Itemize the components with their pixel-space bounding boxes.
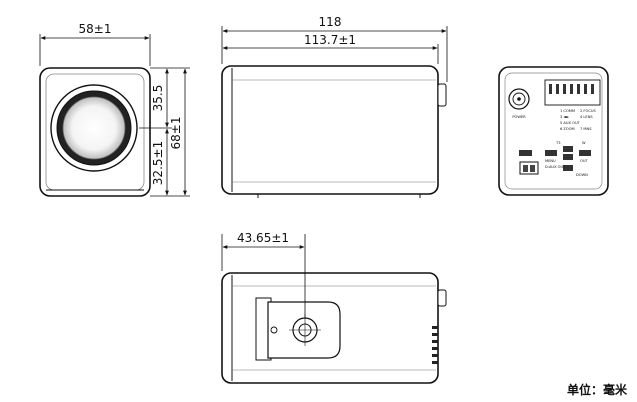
rear-label-aux: D:AUX OUT bbox=[545, 165, 566, 169]
power-terminal-block bbox=[519, 161, 539, 175]
rear-label-7: 7 MNS bbox=[580, 127, 592, 131]
rear-label-2: 2 FOCUS bbox=[580, 109, 596, 113]
rear-label-1: 1 COMM bbox=[560, 109, 575, 113]
rear-button-down bbox=[563, 165, 573, 171]
side-view: 118 113.7±1 bbox=[221, 15, 448, 198]
rear-label-4: 4 LENS bbox=[580, 115, 593, 119]
unit-note: 单位：毫米 bbox=[567, 382, 628, 397]
front-bottom-height-label: 32.5±1 bbox=[151, 141, 165, 185]
rear-label-6: 6 ZOOM bbox=[560, 127, 575, 131]
side-body-outline bbox=[221, 65, 439, 195]
rear-label-menu: MENU bbox=[545, 159, 556, 163]
rear-label-3: 3 ◄► bbox=[560, 115, 569, 119]
rear-view: POWER 1 COMM 2 FOCUS 3 ◄► 4 LENS 5 AUX O… bbox=[498, 66, 609, 196]
rear-led-indicator bbox=[519, 150, 532, 156]
front-width-label: 58±1 bbox=[79, 22, 112, 36]
rear-button-center bbox=[563, 154, 573, 160]
side-body-length-label: 113.7±1 bbox=[304, 33, 356, 47]
side-rear-connector bbox=[437, 83, 447, 107]
locating-pin-hole bbox=[270, 326, 278, 334]
rear-button-right bbox=[579, 150, 591, 156]
bottom-view: 43.65±1 bbox=[221, 231, 447, 384]
rear-label-out: OUT bbox=[580, 159, 588, 163]
mount-offset-label: 43.65±1 bbox=[237, 231, 289, 245]
side-overall-length-label: 118 bbox=[319, 15, 342, 29]
rear-label-5: 5 AUX OUT bbox=[560, 121, 581, 125]
lens-glass bbox=[62, 96, 126, 160]
bottom-vent-slots bbox=[432, 326, 438, 364]
dip-switch-levers bbox=[549, 84, 594, 94]
front-view: 58±1 35.5 32.5±1 68±1 bbox=[39, 22, 190, 197]
rear-label-t3: T3 bbox=[555, 141, 560, 145]
rear-label-power: POWER bbox=[512, 115, 526, 119]
rear-button-menu bbox=[545, 150, 557, 156]
rear-panel-frame bbox=[504, 72, 603, 190]
rear-label-down: DOWN bbox=[576, 173, 588, 177]
rear-button-up bbox=[563, 146, 573, 152]
front-total-height-label: 68±1 bbox=[169, 117, 183, 150]
bottom-rear-connector bbox=[437, 289, 447, 307]
rear-label-w: W bbox=[582, 141, 586, 145]
front-top-height-label: 35.5 bbox=[151, 85, 165, 112]
